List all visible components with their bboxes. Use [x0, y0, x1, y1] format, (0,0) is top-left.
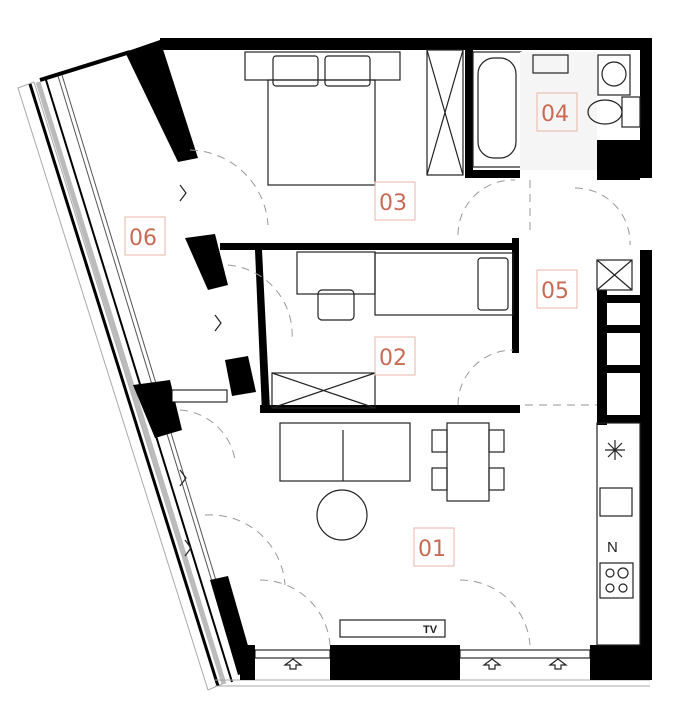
tv-label: TV: [423, 624, 438, 636]
wardrobe-bedroom: [426, 49, 464, 176]
fridge-label: N: [607, 539, 618, 556]
desk-and-bed-room-02: [271, 251, 514, 409]
room-label-06: 06: [124, 216, 166, 256]
svg-text:05: 05: [541, 279, 569, 304]
svg-text:03: 03: [379, 191, 407, 216]
room-label-02: 02: [374, 336, 416, 376]
room-label-05: 05: [536, 269, 578, 309]
balcony-railing: [17, 50, 650, 691]
svg-text:06: 06: [129, 226, 157, 251]
kitchen: N: [596, 259, 641, 646]
bathroom-fixtures: [472, 51, 641, 170]
svg-text:02: 02: [379, 346, 407, 371]
walls: [125, 38, 652, 680]
room-label-03: 03: [374, 181, 416, 221]
svg-text:04: 04: [541, 102, 569, 127]
door-swings: [179, 149, 631, 646]
room-label-01: 01: [413, 527, 455, 567]
bed-double: [244, 51, 401, 186]
svg-text:01: 01: [418, 537, 446, 562]
room-label-04: 04: [536, 92, 578, 132]
tv-stand: [339, 619, 446, 638]
windows: [171, 184, 591, 670]
living-furniture: TV: [279, 422, 505, 638]
